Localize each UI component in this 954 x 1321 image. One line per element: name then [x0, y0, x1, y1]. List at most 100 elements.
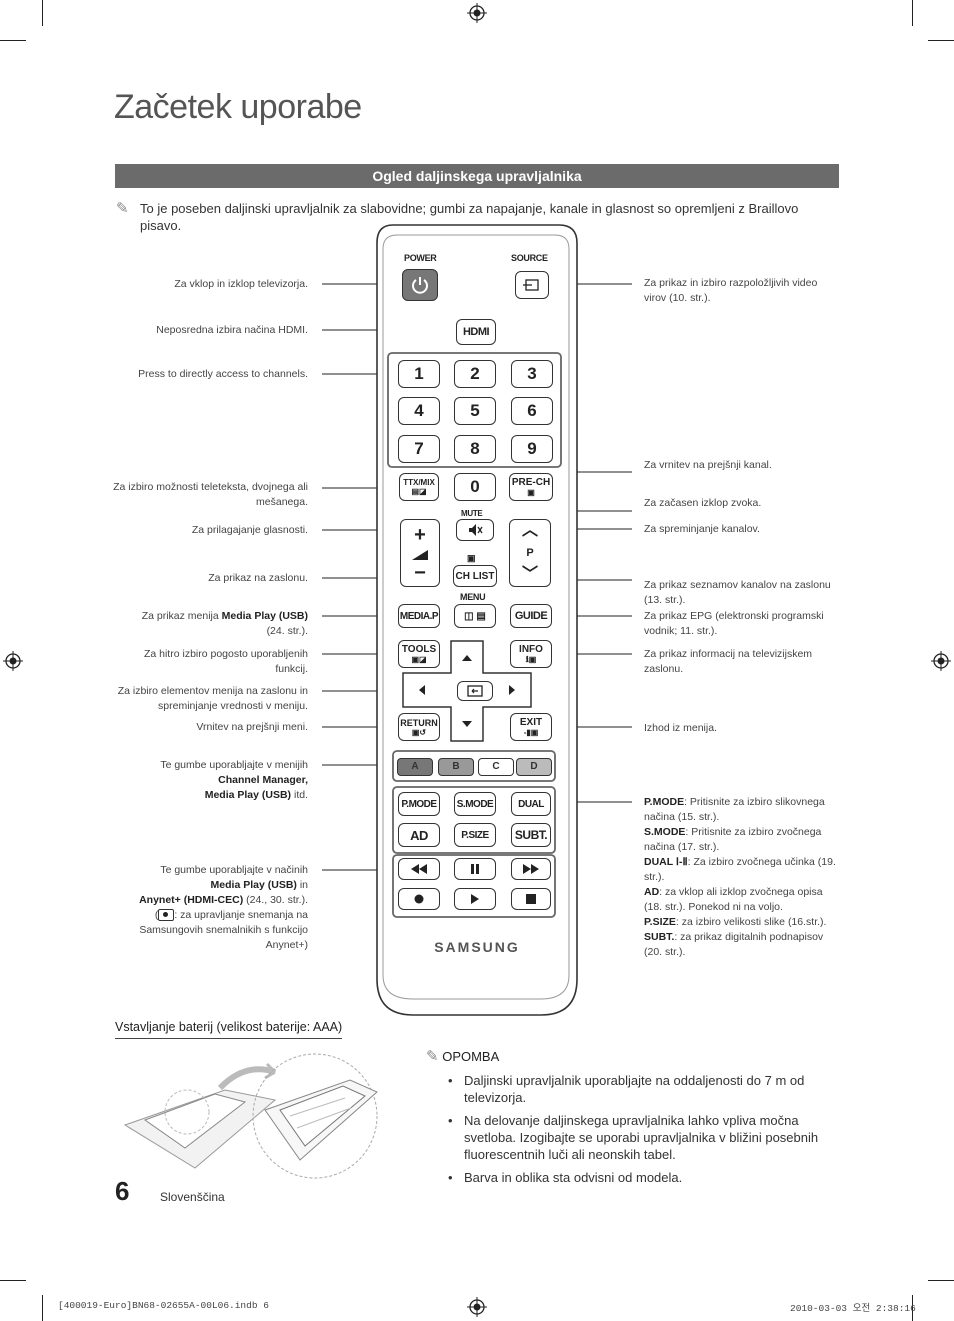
subt-button[interactable]: SUBT.: [511, 823, 551, 847]
volume-down-icon: −: [414, 562, 426, 584]
power-button[interactable]: [402, 269, 438, 301]
digit-2-button[interactable]: 2: [454, 360, 496, 388]
label-color-mp: Media Play (USB): [204, 789, 292, 801]
tools-label: TOOLS: [401, 644, 437, 655]
label-hdmi: Neposredna izbira načina HDMI.: [156, 324, 308, 336]
digit-0-button[interactable]: 0: [454, 473, 496, 501]
label-mediap-text: Za prikaz menija: [141, 610, 222, 622]
crop-mark: [0, 40, 26, 41]
nav-up-button[interactable]: [451, 641, 483, 673]
menu-button[interactable]: ◫ ▤: [454, 604, 496, 628]
psize-button[interactable]: P.SIZE: [454, 823, 496, 847]
arrow-left-icon: [419, 685, 425, 695]
label-mediap-bold: Media Play (USB): [221, 610, 308, 622]
mediap-button[interactable]: MEDIA.P: [398, 604, 440, 628]
pause-button[interactable]: [454, 858, 496, 880]
ad-button[interactable]: AD: [398, 823, 440, 847]
prech-button[interactable]: PRE-CH▣: [509, 473, 553, 501]
label-volume: Za prilagajanje glasnosti.: [191, 524, 308, 536]
label-exit: Izhod iz menija.: [644, 722, 717, 734]
label-play-mp: Media Play (USB): [210, 879, 297, 891]
note-heading-text: OPOMBA: [442, 1049, 500, 1064]
pmode-button[interactable]: P.MODE: [398, 792, 440, 816]
label-ad-key: AD: [644, 886, 660, 898]
stop-button[interactable]: [511, 888, 551, 910]
chlist-button[interactable]: CH LIST: [453, 565, 497, 587]
color-c-button[interactable]: C: [478, 758, 514, 776]
prech-label: PRE-CH: [511, 477, 551, 488]
hdmi-button[interactable]: HDMI: [456, 319, 496, 345]
section-banner: Ogled daljinskega upravljalnika: [115, 164, 839, 188]
intro-note: ✎ To je poseben daljinski upravljalnik z…: [116, 200, 840, 234]
digit-3-button[interactable]: 3: [511, 360, 553, 388]
pause-icon: [471, 864, 479, 874]
guide-button[interactable]: GUIDE: [510, 604, 552, 628]
battery-illustration: [123, 1053, 378, 1179]
enter-button[interactable]: [457, 681, 493, 701]
label-nav: Za izbiro elementov menija na zaslonu in…: [117, 685, 308, 712]
label-play-pages: (24., 30. str.).: [243, 894, 308, 906]
label-smode-val: : Pritisnite za izbiro zvočnega načina (…: [644, 826, 822, 853]
fast-forward-button[interactable]: [511, 858, 551, 880]
tools-button[interactable]: TOOLS▣◪: [398, 640, 440, 668]
digit-4-button[interactable]: 4: [398, 397, 440, 425]
label-color-cm: Channel Manager,: [218, 774, 308, 786]
registration-mark-icon: [931, 651, 951, 671]
menu-label: MENU: [460, 592, 486, 602]
power-icon: [412, 277, 428, 294]
channel-p-label: P: [526, 547, 534, 559]
digit-7-button[interactable]: 7: [398, 435, 440, 463]
page-language: Slovenščina: [160, 1190, 225, 1204]
label-color-etc: itd.: [291, 789, 308, 801]
volume-up-icon: +: [414, 524, 426, 546]
smode-button[interactable]: S.MODE: [454, 792, 496, 816]
label-pmode-val: : Pritisnite za izbiro slikovnega načina…: [644, 796, 825, 823]
label-prech: Za vrnitev na prejšnji kanal.: [644, 459, 772, 471]
return-button[interactable]: RETURN▣↺: [398, 713, 440, 741]
color-d-button[interactable]: D: [516, 758, 552, 776]
label-pmode-key: P.MODE: [644, 796, 685, 808]
label-subt-val: : za prikaz digitalnih podnapisov (20. s…: [644, 931, 824, 958]
registration-mark-icon: [467, 1297, 487, 1317]
digit-5-button[interactable]: 5: [454, 397, 496, 425]
label-play-in: in: [296, 879, 308, 891]
nav-down-button[interactable]: [451, 709, 483, 741]
registration-mark-icon: [3, 651, 23, 671]
digit-1-button[interactable]: 1: [398, 360, 440, 388]
ttx-button[interactable]: TTX/MIX▤◪: [399, 473, 439, 501]
source-button[interactable]: [515, 271, 549, 299]
nav-right-button[interactable]: [495, 675, 531, 705]
label-modes: P.MODE: Pritisnite za izbiro slikovnega …: [644, 795, 836, 960]
label-tools: Za hitro izbiro pogosto uporabljenih fun…: [143, 648, 308, 675]
pencil-icon: ✎: [426, 1048, 439, 1065]
enter-icon: [467, 685, 483, 697]
mute-button[interactable]: [456, 519, 494, 541]
record-button[interactable]: [398, 888, 440, 910]
digit-9-button[interactable]: 9: [511, 435, 553, 463]
stop-icon: [526, 894, 536, 904]
color-a-button[interactable]: A: [397, 758, 433, 776]
chlist-icon: ▣: [467, 553, 476, 563]
label-play-text: Te gumbe uporabljajte v načinih: [160, 864, 308, 876]
digit-8-button[interactable]: 8: [454, 435, 496, 463]
tools-icon: ▣◪: [411, 655, 427, 664]
info-label: INFO: [519, 644, 543, 655]
color-b-button[interactable]: B: [438, 758, 474, 776]
channel-rocker[interactable]: ︿ P ﹀: [509, 519, 551, 587]
digit-6-button[interactable]: 6: [511, 397, 553, 425]
chlist-label: CH LIST: [455, 570, 495, 582]
crop-mark: [42, 0, 43, 26]
rewind-button[interactable]: [398, 858, 440, 880]
mute-icon: [469, 524, 483, 536]
dual-button[interactable]: DUAL: [511, 792, 551, 816]
volume-rocker[interactable]: + −: [400, 519, 440, 587]
info-icon: ℹ▣: [525, 655, 537, 664]
label-play-open: (: [154, 909, 159, 921]
label-subt-key: SUBT.: [644, 931, 675, 943]
play-button[interactable]: [454, 888, 496, 910]
exit-button[interactable]: EXIT-▮▣: [510, 713, 552, 741]
label-guide: Za prikaz EPG (elektronski programski vo…: [644, 610, 824, 637]
arrow-down-icon: [462, 721, 472, 727]
nav-left-button[interactable]: [403, 675, 439, 705]
